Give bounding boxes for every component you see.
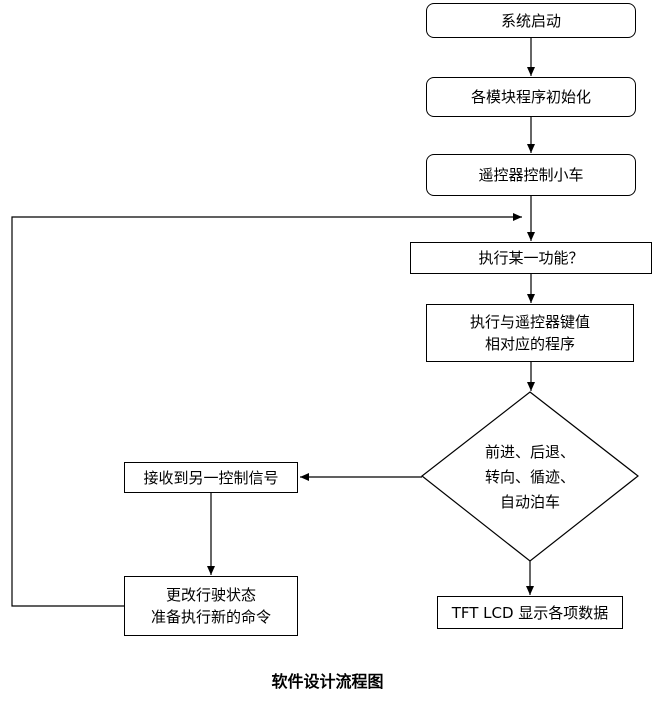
decision-label: 前进、后退、 转向、循迹、 自动泊车 [484,443,575,511]
exec-program-node-label: 执行与遥控器键值 相对应的程序 [469,313,590,353]
start-node: 系统启动 [426,3,636,38]
function-check-node: 执行某一功能？ [410,242,652,274]
display-node-label: TFT LCD 显示各项数据 [451,603,609,622]
change-state-node-label: 更改行驶状态 准备执行新的命令 [150,586,271,626]
exec-program-node: 执行与遥控器键值 相对应的程序 [426,304,634,362]
receive-signal-node-label: 接收到另一控制信号 [143,468,279,487]
init-node: 各模块程序初始化 [426,77,636,117]
diagram-caption: 软件设计流程图 [271,672,384,691]
start-node-label: 系统启动 [500,11,561,30]
remote-control-node: 遥控器控制小车 [426,154,636,196]
function-check-node-label: 执行某一功能？ [478,249,584,267]
remote-control-node-label: 遥控器控制小车 [478,166,584,184]
init-node-label: 各模块程序初始化 [470,88,591,106]
arrow-feedback-loop [11,213,522,607]
receive-signal-node: 接收到另一控制信号 [124,462,298,493]
display-node: TFT LCD 显示各项数据 [437,596,623,629]
change-state-node: 更改行驶状态 准备执行新的命令 [124,576,298,636]
